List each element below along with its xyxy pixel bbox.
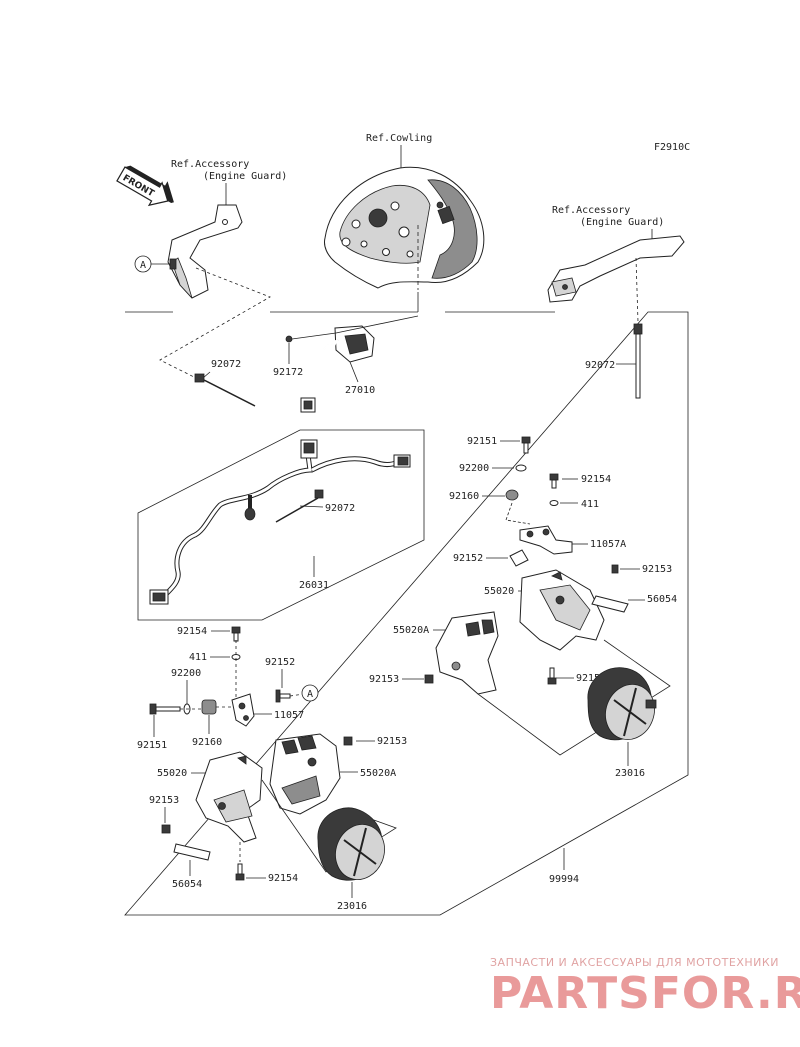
label-26031: 26031 [299,580,329,591]
label-l-92151: 92151 [137,740,167,751]
kit-outline [124,292,689,916]
bolt-l-92154 [231,626,241,642]
zip-tie-left [194,373,256,407]
label-r-11057A: 11057A [590,539,626,550]
label-r-92160: 92160 [449,491,479,502]
bolt-r-92154-top [549,473,559,489]
harness-26031 [149,439,411,605]
label-l-11057: 11057 [274,710,304,721]
engine-guard-right [547,235,685,303]
zip-tie-harness [275,489,324,523]
bolt-l-92152 [275,689,291,703]
label-l-92160: 92160 [192,737,222,748]
ref-accessory-left-sub: (Engine Guard) [203,171,287,182]
ref-accessory-right-sub: (Engine Guard) [580,217,664,228]
label-92072-right: 92072 [585,360,615,371]
label-l-92152: 92152 [265,657,295,668]
figure-code: F2910C [654,142,690,153]
front-arrow-icon: FRONT [116,165,174,207]
bolt-l-92154-b [235,863,245,881]
label-r-55020A: 55020A [393,625,429,636]
label-99994: 99994 [549,874,579,885]
dash-left-guard [159,267,271,381]
bolt-r-92154-bot [547,667,557,685]
bracket-l-55020A [269,733,341,815]
label-l-92200: 92200 [171,668,201,679]
switch-assembly [300,325,375,413]
lamp-l-23016 [317,807,385,881]
label-92072-left: 92072 [211,359,241,370]
plate-r-56054 [591,595,629,613]
bolt-l-92151 [149,703,181,715]
bolt-l-92153-b [161,824,171,834]
watermark-brand: PARTSFOR.RU [490,968,800,1019]
label-r-92154-bot: 92154 [576,673,606,684]
label-l-411: 411 [189,652,207,663]
label-r-23016: 23016 [615,768,645,779]
label-r-56054: 56054 [647,594,677,605]
bracket-11057 [231,693,255,727]
label-l-92154-b: 92154 [268,873,298,884]
label-l-55020: 55020 [157,768,187,779]
lamp-r-23016 [587,667,657,741]
label-l-92154: 92154 [177,626,207,637]
label-r-92154-top: 92154 [581,474,611,485]
watermark-top: ЗАПЧАСТИ И АКСЕССУАРЫ ДЛЯ МОТОТЕХНИКИ [490,956,779,969]
marker-a-left-label: A [140,260,146,271]
label-l-23016: 23016 [337,901,367,912]
label-l-92153-b: 92153 [149,795,179,806]
plate-l-56054 [173,843,211,861]
harness-box [137,429,425,621]
label-r-55020: 55020 [484,586,514,597]
bracket-r-55020A [435,611,499,695]
bolt-r-92153-mid [424,674,434,684]
bolt-l-92153-a [343,736,353,746]
bolt-r-92153-top [611,564,619,574]
label-27010: 27010 [345,385,375,396]
bolt-r-92151 [521,436,531,454]
ref-cowling-label: Ref.Cowling [366,133,432,144]
marker-a-right-label: A [307,689,313,700]
label-92072-harness: 92072 [325,503,355,514]
bracket-11057A [519,525,573,555]
cowling-shape [324,166,485,289]
bracket-r-55020 [519,569,605,651]
zip-tie-right [633,323,643,399]
label-r-92153-mid: 92153 [369,674,399,685]
label-r-92153-top: 92153 [642,564,672,575]
label-r-411: 411 [581,499,599,510]
bushing-l-92160 [201,699,217,715]
label-92172: 92172 [273,367,303,378]
label-l-56054: 56054 [172,879,202,890]
dash-right-guard [635,257,639,323]
label-l-55020A: 55020A [360,768,396,779]
label-r-92200: 92200 [459,463,489,474]
label-r-92152: 92152 [453,553,483,564]
ref-accessory-right-label: Ref.Accessory [552,205,630,216]
label-r-92151: 92151 [467,436,497,447]
engine-guard-left [167,204,243,299]
ref-accessory-left-label: Ref.Accessory [171,159,249,170]
bracket-l-55020 [195,751,263,843]
label-l-92153-a: 92153 [377,736,407,747]
marker-a-right [301,684,319,702]
